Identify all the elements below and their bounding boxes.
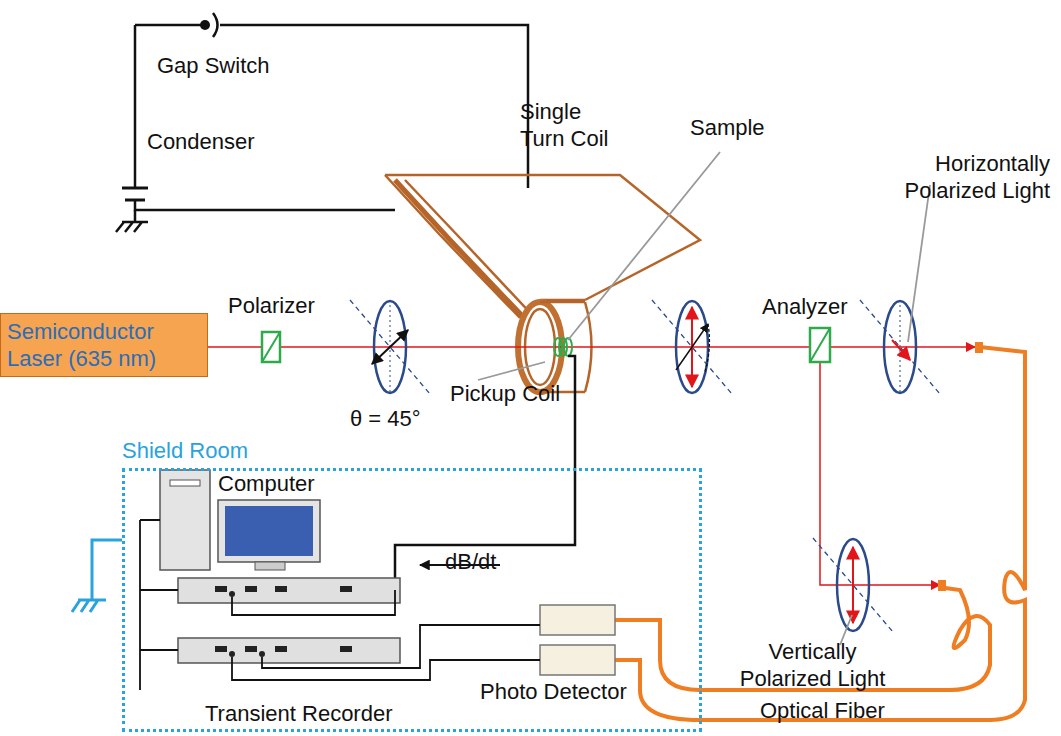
part-name: Transient Recorder	[205, 700, 392, 727]
pickup-coil	[554, 338, 572, 356]
gap-switch	[200, 20, 210, 30]
laser-box: Semiconductor Laser (635 nm)	[0, 313, 208, 377]
fiber-connector	[938, 580, 946, 591]
part-name: Sample	[690, 114, 765, 141]
analyzer-prism	[810, 328, 830, 362]
part-name: Gap Switch	[157, 52, 270, 79]
fiber-connector	[975, 342, 983, 353]
leader-line	[478, 362, 545, 380]
photo-detector	[540, 605, 615, 635]
transient-recorder	[178, 578, 400, 663]
gap-switch	[213, 13, 218, 37]
pickup-cable	[395, 356, 575, 590]
single-turn-coil	[385, 175, 700, 392]
laser-beam	[820, 347, 940, 585]
polarization-state	[350, 300, 940, 632]
part-name: Photo Detector	[480, 678, 627, 705]
part-name: Optical Fiber	[760, 697, 885, 724]
laser-beam	[208, 346, 975, 348]
part-name: Analyzer	[762, 293, 848, 320]
region-heading: Shield Room	[122, 437, 248, 464]
ground-symbol	[72, 540, 122, 612]
part-name: Condenser	[147, 128, 255, 155]
signal-name: dB/dt	[445, 548, 496, 575]
signal-cable	[140, 520, 540, 690]
photo-detector	[540, 645, 615, 675]
part-name: Polarizer	[228, 292, 315, 319]
computer-icon	[160, 470, 320, 570]
leader-line	[568, 152, 720, 340]
circuit-wire	[116, 25, 528, 232]
angle-label: θ = 45°	[350, 405, 421, 432]
part-name: Pickup Coil	[450, 380, 560, 407]
light-label: Horizontally Polarized Light	[850, 150, 1050, 204]
part-name: Computer	[218, 470, 315, 497]
light-label: Vertically Polarized Light	[725, 638, 900, 692]
polarizer-prism	[262, 332, 280, 362]
polarizer-prism	[262, 332, 280, 362]
box-label: Semiconductor Laser (635 nm)	[7, 318, 201, 372]
optical-fiber	[615, 347, 1025, 720]
analyzer-prism	[810, 328, 830, 362]
leader-line	[908, 185, 930, 342]
part-name: Single Turn Coil	[520, 98, 630, 152]
